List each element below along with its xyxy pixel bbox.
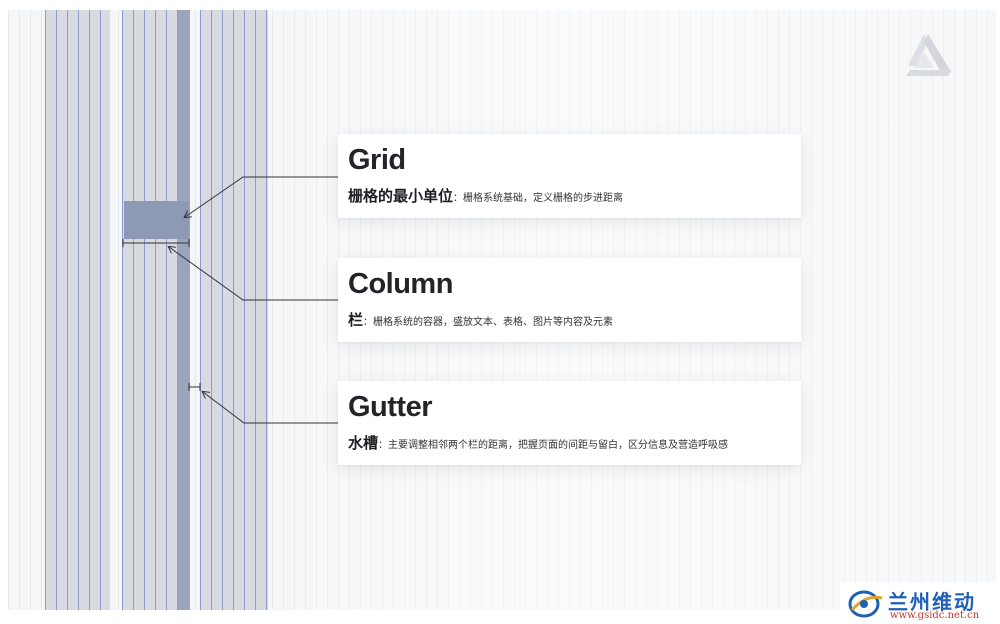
grid-card-colon: ： xyxy=(453,193,464,204)
gutter-card: Gutter 水槽：主要调整相邻两个栏的距离，把握页面的间距与留白，区分信息及营… xyxy=(338,381,801,465)
grid-unit-highlight xyxy=(124,201,189,239)
column-band-1 xyxy=(45,10,110,610)
column-card-title: Column xyxy=(348,268,453,300)
grid-card-description: 栅格的最小单位：栅格系统基础，定义栅格的步进距离 xyxy=(348,185,623,206)
column-card-term: 栏 xyxy=(348,311,364,329)
column-card-text: 栅格系统的容器，盛放文本、表格、图片等内容及元素 xyxy=(373,317,614,328)
watermark-name: 兰州维动 xyxy=(888,590,976,614)
column-band-3 xyxy=(200,10,268,610)
column-width-bracket xyxy=(122,239,190,247)
swoosh-logo-icon xyxy=(848,590,883,618)
column-card: Column 栏：栅格系统的容器，盛放文本、表格、图片等内容及元素 xyxy=(338,258,801,342)
column-leader-line xyxy=(169,247,346,301)
watermark: 兰州维动 www.gsidc.net.cn xyxy=(840,582,1000,624)
column-band-2 xyxy=(122,10,178,610)
column-card-description: 栏：栅格系统的容器，盛放文本、表格、图片等内容及元素 xyxy=(348,309,613,330)
gutter-card-description: 水槽：主要调整相邻两个栏的距离，把握页面的间距与留白，区分信息及营造呼吸感 xyxy=(348,432,728,453)
gutter-width-bracket xyxy=(188,383,201,391)
gutter-card-term: 水槽 xyxy=(348,434,379,452)
gutter-card-title: Gutter xyxy=(348,391,433,423)
grid-card-title: Grid xyxy=(348,144,406,176)
grid-card-text: 栅格系统基础，定义栅格的步进距离 xyxy=(463,193,624,204)
gutter-strip xyxy=(178,10,190,610)
grid-leader-line xyxy=(185,176,346,217)
grid-card: Grid 栅格的最小单位：栅格系统基础，定义栅格的步进距离 xyxy=(338,134,801,218)
triangle-logo-icon xyxy=(906,34,952,76)
watermark-url: www.gsidc.net.cn xyxy=(890,610,980,621)
gutter-leader-line xyxy=(203,392,346,424)
column-card-colon: ： xyxy=(363,317,374,328)
grid-card-term: 栅格的最小单位 xyxy=(348,187,454,205)
gutter-card-text: 主要调整相邻两个栏的距离，把握页面的间距与留白，区分信息及营造呼吸感 xyxy=(388,440,729,451)
gutter-card-colon: ： xyxy=(378,440,389,451)
